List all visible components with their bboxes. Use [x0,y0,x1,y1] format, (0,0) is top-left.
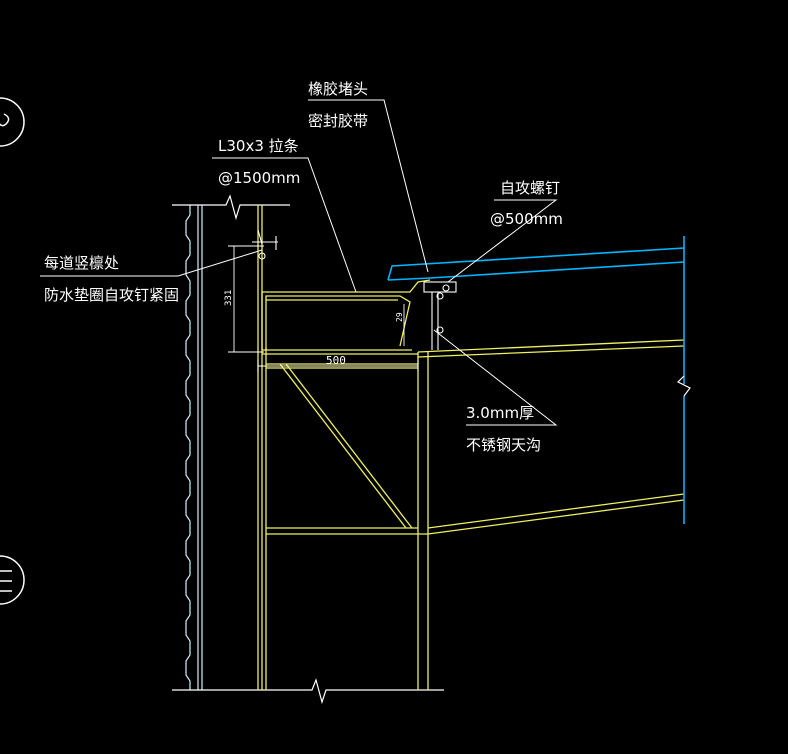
gutter-inner-dimension: 29 [395,312,404,322]
gutter-thickness-label: 3.0mm厚 [466,404,534,422]
roof-clip [423,281,457,350]
axis-marker-top [0,97,25,147]
stainless-gutter [261,279,431,355]
purlin-screw [252,229,278,260]
leader-lines [40,99,558,426]
roof-rafter [266,339,685,535]
washer-label: 防水垫圈自攻钉紧固 [44,286,179,304]
roof-panel [387,236,685,524]
purlin-label: 每道竖檩处 [44,254,119,272]
gutter-height-dimension: 331 [224,290,234,306]
rubber-plug-label: 橡胶堵头 [308,80,368,98]
break-line-top [172,194,290,221]
right-break-line [676,375,691,397]
steel-column [257,205,429,690]
gutter-material-label: 不锈钢天沟 [466,436,541,454]
wall-panel [185,205,203,690]
dimension-width [257,360,419,372]
angle-brace-label: L30x3 拉条 [218,137,299,155]
sealing-tape-label: 密封胶带 [308,112,368,130]
angle-brace-spacing-label: @1500mm [218,169,300,187]
gutter-width-dimension: 500 [326,354,346,367]
dimension-height [228,245,264,353]
axis-marker-bottom [0,555,25,605]
self-tapping-screw-label: 自攻螺钉 [500,179,560,197]
screw-spacing-label: @500mm [490,210,563,228]
break-line-bottom [172,678,444,705]
